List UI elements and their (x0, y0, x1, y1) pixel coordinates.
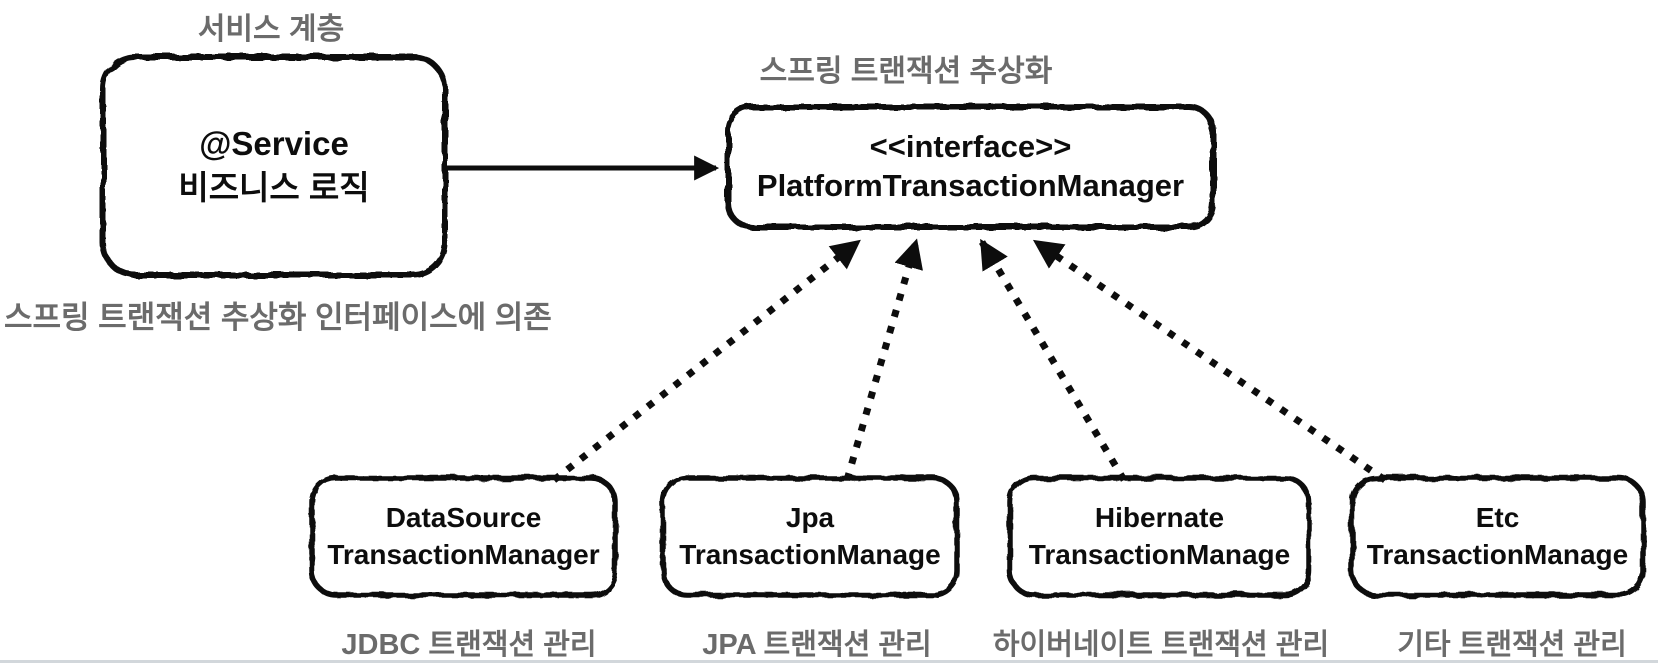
datasource-box-line1: DataSource (385, 501, 542, 533)
hibernate-box-outline (1007, 475, 1312, 598)
implements-arrow-jpa (843, 238, 923, 481)
datasource-box-line2: TransactionManager (327, 538, 600, 570)
etc-box-line2: TransactionManage (1366, 538, 1629, 570)
bottom-edge-divider (0, 660, 1658, 663)
etc-box: Etc TransactionManage (1352, 478, 1643, 595)
implements-arrow-etc (1032, 239, 1387, 483)
interface-name: PlatformTransactionManager (756, 168, 1185, 203)
abstraction-label: 스프링 트랜잭션 추상화 (759, 55, 1053, 88)
datasource-caption: JDBC 트랜잭션 관리 (341, 629, 597, 661)
datasource-box-outline (309, 475, 618, 598)
hibernate-caption: 하이버네이트 트랜잭션 관리 (992, 629, 1330, 661)
service-box-outline (100, 54, 448, 278)
datasource-box: DataSource TransactionManager (312, 478, 615, 595)
service-box: @Service 비즈니스 로직 (103, 57, 445, 275)
hibernate-box-line1: Hibernate (1094, 501, 1225, 533)
etc-box-outline (1349, 475, 1646, 598)
implements-arrow-datasource (551, 239, 861, 483)
dependency-note-label: 스프링 트랜잭션 추상화 인터페이스에 의존 (4, 300, 552, 335)
service-layer-label: 서비스 계층 (197, 13, 345, 46)
etc-box-line1: Etc (1475, 501, 1520, 533)
interface-stereotype: <<interface>> (869, 129, 1072, 165)
hibernate-box-line2: TransactionManage (1028, 538, 1291, 570)
etc-caption: 기타 트랜잭션 관리 (1397, 629, 1627, 661)
service-box-line1: @Service (199, 125, 349, 163)
hibernate-box: Hibernate TransactionManage (1010, 478, 1309, 595)
jpa-box-outline (660, 475, 960, 598)
interface-box-outline (725, 104, 1216, 230)
jpa-box: Jpa TransactionManage (663, 478, 957, 595)
implements-arrow-hibernate (978, 238, 1128, 482)
service-box-line2: 비즈니스 로직 (178, 169, 370, 206)
jpa-box-line1: Jpa (785, 501, 835, 533)
jpa-box-line2: TransactionManage (679, 538, 941, 570)
jpa-caption: JPA 트랜잭션 관리 (702, 629, 932, 661)
interface-box: <<interface>> PlatformTransactionManager (728, 107, 1213, 227)
